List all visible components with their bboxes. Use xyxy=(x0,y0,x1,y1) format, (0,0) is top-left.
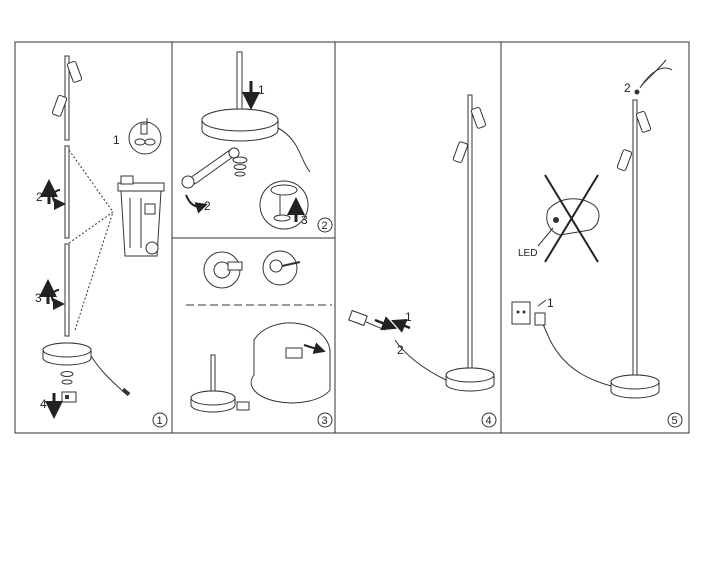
panel-1: 1 2 3 4 1 xyxy=(35,55,168,428)
panel-5: 2 1 LED 5 xyxy=(511,59,683,428)
panel-2-step-2-label: 2 xyxy=(204,199,211,213)
power-cable xyxy=(541,321,612,387)
pole-segment-middle xyxy=(64,145,70,239)
panel-4-step-2-label: 2 xyxy=(397,343,404,357)
panel-2-badge-text: 2 xyxy=(322,220,328,232)
spotlight-head-upper xyxy=(635,110,652,133)
power-adapter xyxy=(348,309,368,327)
panel-2-step-1-label: 1 xyxy=(258,83,265,97)
spotlight-head-lower xyxy=(452,141,469,164)
panel-1-step-4-label: 4 xyxy=(40,397,47,411)
washer xyxy=(60,371,74,377)
assembled-pole xyxy=(467,94,473,376)
instructions-frame xyxy=(14,41,690,434)
wrench-icon xyxy=(181,147,240,189)
pole-insert xyxy=(236,51,243,113)
panel-4-step-1-label: 1 xyxy=(405,310,412,324)
led-label: LED xyxy=(518,248,537,259)
panel-2-step-3-label: 3 xyxy=(301,213,308,227)
spotlight-head-lower xyxy=(616,149,633,172)
magnified-base-detail xyxy=(250,322,331,404)
panel-1-step-1-label: 1 xyxy=(113,133,120,147)
panel-5-badge-text: 5 xyxy=(672,415,678,427)
panel-1-badge xyxy=(152,412,168,428)
spotlight-head-lower xyxy=(51,94,68,117)
panel-4-badge xyxy=(481,412,497,428)
panel-3-badge-text: 3 xyxy=(322,415,328,427)
power-cable xyxy=(90,355,125,393)
power-cable xyxy=(394,339,447,381)
panel-1-badge-text: 1 xyxy=(157,415,163,427)
panel-2: 1 2 3 2 xyxy=(181,51,333,233)
spotlight-head-upper xyxy=(66,60,83,83)
panel-5-step-2-label: 2 xyxy=(624,81,631,95)
wall-socket-icon xyxy=(511,301,531,325)
panel-4: 1 2 4 xyxy=(348,94,497,428)
panel-1-step-2-label: 2 xyxy=(36,190,43,204)
assembled-pole xyxy=(632,99,638,379)
plug-adapter xyxy=(534,312,546,326)
panel-3-badge xyxy=(317,412,333,428)
panel-3: 3 xyxy=(186,250,333,428)
panel-4-badge-text: 4 xyxy=(486,415,492,427)
pole-segment-bottom xyxy=(64,243,70,337)
panel-5-badge xyxy=(667,412,683,428)
spotlight-head-upper xyxy=(470,106,487,129)
panel-2-badge xyxy=(317,217,333,233)
recycle-bin-icon xyxy=(117,175,165,257)
panel-1-step-3-label: 3 xyxy=(35,291,42,305)
detail-circle-step-1 xyxy=(128,121,162,155)
do-not-touch-led-icon xyxy=(537,174,600,263)
panel-5-step-1-label: 1 xyxy=(547,296,554,310)
